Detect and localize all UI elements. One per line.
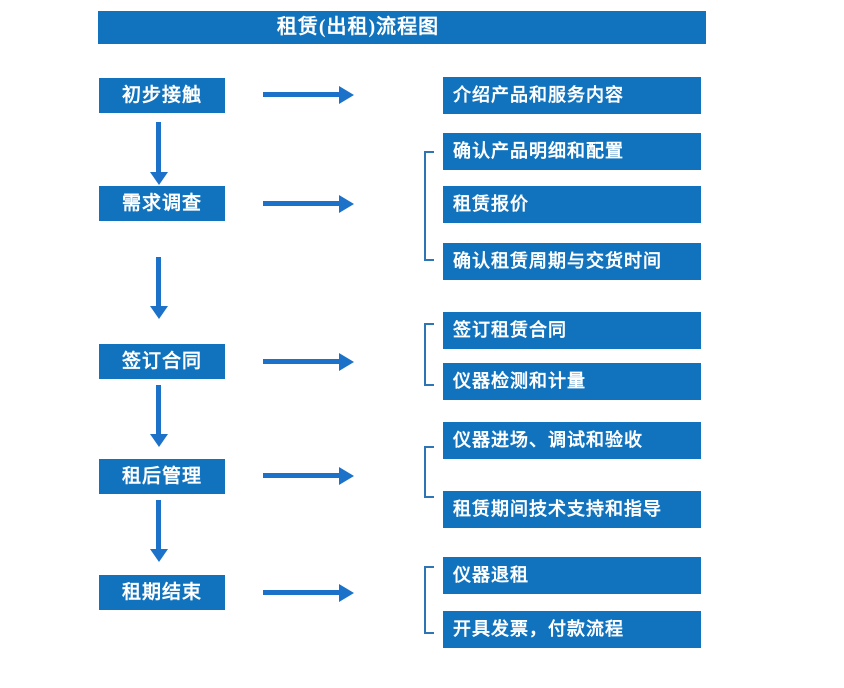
group-bracket bbox=[424, 323, 434, 386]
output-box: 开具发票，付款流程 bbox=[443, 611, 701, 648]
arrow-right-icon bbox=[263, 92, 339, 97]
arrow-right-icon bbox=[263, 590, 339, 595]
output-box: 确认产品明细和配置 bbox=[443, 133, 701, 170]
output-box: 仪器退租 bbox=[443, 557, 701, 594]
arrow-right-icon bbox=[263, 201, 339, 206]
output-box: 租赁报价 bbox=[443, 186, 701, 223]
group-bracket bbox=[424, 151, 434, 261]
output-box: 签订租赁合同 bbox=[443, 312, 701, 349]
arrow-down-icon bbox=[156, 500, 161, 549]
arrow-down-head-icon bbox=[150, 172, 168, 185]
output-box: 仪器进场、调试和验收 bbox=[443, 422, 701, 459]
output-box: 介绍产品和服务内容 bbox=[443, 77, 701, 114]
arrow-right-head-icon bbox=[339, 353, 354, 371]
arrow-down-head-icon bbox=[150, 306, 168, 319]
arrow-down-head-icon bbox=[150, 434, 168, 447]
arrow-down-head-icon bbox=[150, 549, 168, 562]
stage-box-initial-contact: 初步接触 bbox=[99, 78, 225, 113]
stage-box-rental-end: 租期结束 bbox=[99, 575, 225, 610]
arrow-right-icon bbox=[263, 359, 339, 364]
output-box: 仪器检测和计量 bbox=[443, 363, 701, 400]
stage-box-demand-survey: 需求调查 bbox=[99, 186, 225, 221]
group-bracket bbox=[424, 566, 434, 634]
stage-box-sign-contract: 签订合同 bbox=[99, 344, 225, 379]
output-box: 租赁期间技术支持和指导 bbox=[443, 491, 701, 528]
arrow-right-head-icon bbox=[339, 86, 354, 104]
arrow-right-head-icon bbox=[339, 195, 354, 213]
arrow-right-icon bbox=[263, 473, 339, 478]
output-box: 确认租赁周期与交货时间 bbox=[443, 243, 701, 280]
arrow-down-icon bbox=[156, 122, 161, 172]
arrow-down-icon bbox=[156, 257, 161, 306]
arrow-right-head-icon bbox=[339, 467, 354, 485]
diagram-title: 租赁(出租)流程图 bbox=[98, 11, 706, 44]
group-bracket bbox=[424, 446, 434, 498]
arrow-down-icon bbox=[156, 385, 161, 434]
arrow-right-head-icon bbox=[339, 584, 354, 602]
stage-box-post-rental-management: 租后管理 bbox=[99, 459, 225, 494]
